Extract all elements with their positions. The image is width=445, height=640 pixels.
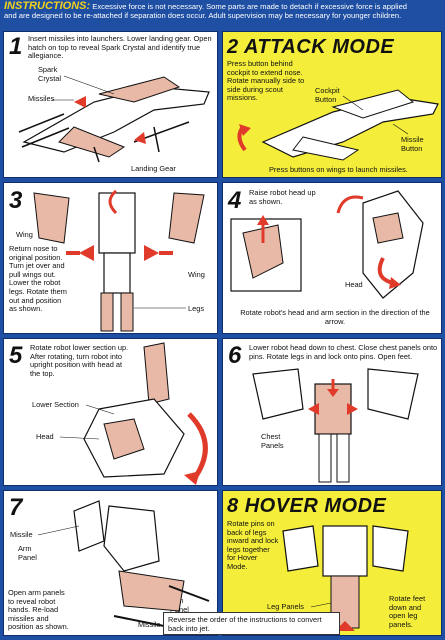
step-2-label-cockpit: Cockpit Button <box>315 86 340 104</box>
step-7-text: Open arm panels to reveal robot hands. R… <box>8 588 69 632</box>
step-3-panel: 3 Wing Return nose to original position.… <box>3 182 218 334</box>
step-3-number: 3 <box>9 187 23 214</box>
header-line-2: and are designed to be re-attached if se… <box>4 11 402 20</box>
header-line-1: Excessive force is not necessary. Some p… <box>92 2 408 11</box>
step-8-title: 8 HOVER MODE <box>227 496 386 516</box>
step-3-label-wing-right: Wing <box>188 270 205 279</box>
step-8-label-feet: Rotate feet down and open leg panels. <box>389 594 426 629</box>
step-1-jet-illustration <box>18 75 210 163</box>
step-7-label-missile-bottom: Missile <box>138 620 161 629</box>
header-title: INSTRUCTIONS: <box>4 0 91 12</box>
step-2-title: 2 ATTACK MODE <box>227 37 394 57</box>
step-4-robot-illustration <box>230 190 424 299</box>
step-5-robot-illustration <box>59 342 208 485</box>
step-2-jet-illustration <box>237 89 439 161</box>
step-2-text: Press button behind cockpit to extend no… <box>227 59 305 103</box>
step-1-label-landing: Landing Gear <box>131 164 176 173</box>
step-1-text: Insert missiles into launchers. Lower la… <box>28 34 212 61</box>
step-6-panel: 6 Lower robot head down to chest. Close … <box>222 338 442 486</box>
step-2-label-missile: Missile Button <box>401 135 424 153</box>
step-4-footer: Rotate robot's head and arm section in t… <box>240 308 430 326</box>
step-6-text: Lower robot head down to chest. Close ch… <box>249 343 438 361</box>
reverse-instructions-note: Reverse the order of the instructions to… <box>163 612 340 635</box>
step-4-panel: 4 Raise robot head up as shown. Head Rot… <box>222 182 442 334</box>
step-7-robot-illustration <box>37 500 210 627</box>
step-5-panel: 5 Rotate robot lower section up. After r… <box>3 338 218 486</box>
step-3-robot-illustration <box>33 189 205 332</box>
step-8-panel: 8 HOVER MODE Rotate pins on back of legs… <box>222 490 442 636</box>
step-8-robot-illustration <box>282 525 409 631</box>
step-5-label-lower: Lower Section <box>32 400 79 409</box>
step-8-label-leg: Leg Panels <box>267 602 304 611</box>
step-1-label-spark: Spark Crystal <box>38 65 61 83</box>
step-4-number: 4 <box>228 187 242 214</box>
step-5-label-head: Head <box>36 432 54 441</box>
step-1-number: 1 <box>9 33 23 60</box>
step-7-label-arm-left: Arm Panel <box>18 544 37 562</box>
step-6-number: 6 <box>228 342 242 369</box>
step-3-label-wing-left: Wing <box>16 230 33 239</box>
step-6-robot-illustration <box>252 368 419 483</box>
step-5-number: 5 <box>9 342 23 369</box>
step-3-text: Return nose to original position. Turn j… <box>9 244 67 314</box>
step-2-number: 2 <box>227 36 239 58</box>
step-1-panel: 1 Insert missiles into launchers. Lower … <box>3 31 218 178</box>
step-8-number: 8 <box>227 495 239 517</box>
step-7-panel: 7 Missile Arm Panel Open arm panels to r… <box>3 490 218 636</box>
step-7-number: 7 <box>9 494 23 521</box>
instructions-header: INSTRUCTIONS: Excessive force is not nec… <box>0 0 445 30</box>
step-2-footer: Press buttons on wings to launch missile… <box>269 165 408 174</box>
step-8-text: Rotate pins on back of legs inward and l… <box>227 519 279 571</box>
step-3-label-legs: Legs <box>188 304 205 313</box>
step-8-mode-title: HOVER MODE <box>244 495 387 517</box>
step-4-label-head: Head <box>345 280 363 289</box>
step-1-label-missiles: Missiles <box>28 94 55 103</box>
step-2-mode-title: ATTACK MODE <box>243 36 395 58</box>
step-6-label-chest: Chest Panels <box>261 432 284 450</box>
step-5-text: Rotate robot lower section up. After rot… <box>30 343 129 378</box>
step-4-text: Raise robot head up as shown. <box>249 188 316 206</box>
step-2-panel: 2 ATTACK MODE Press button behind cockpi… <box>222 31 442 178</box>
step-7-label-missile-top: Missile <box>10 530 33 539</box>
